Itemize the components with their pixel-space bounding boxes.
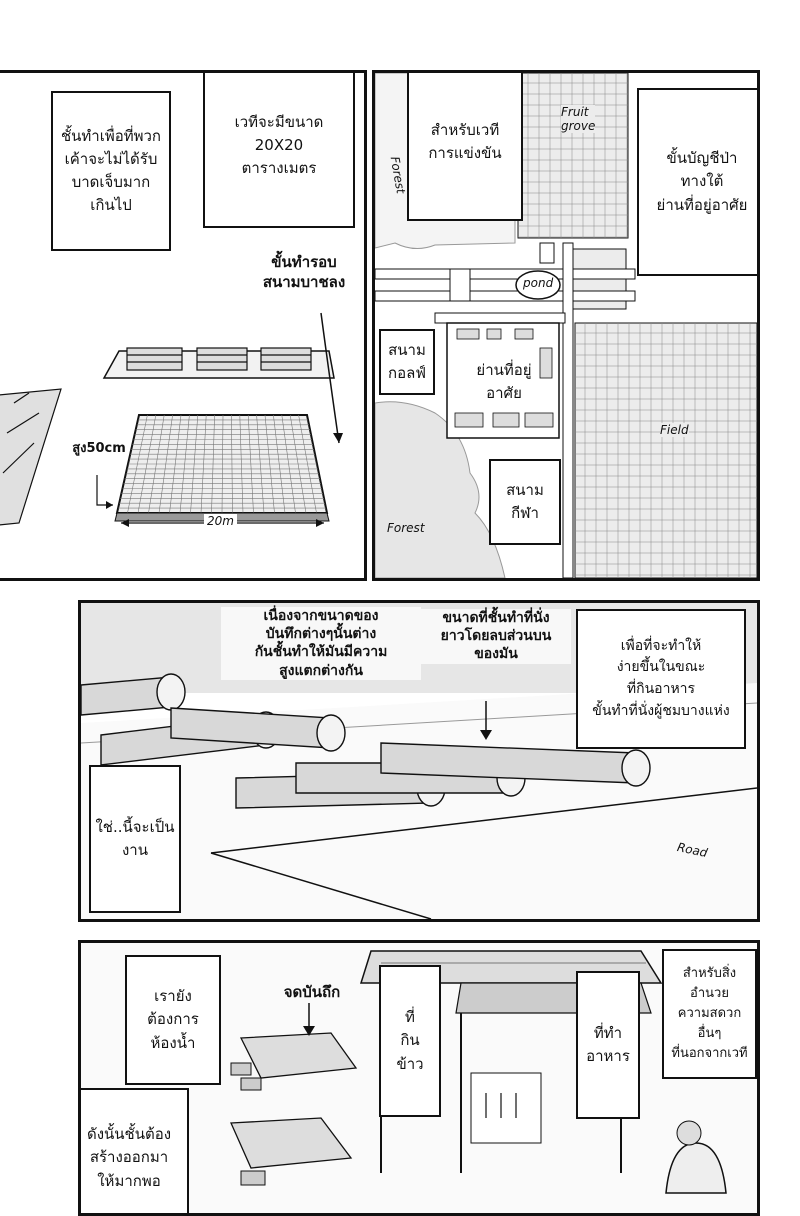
caption-box-injury: ชั้นทำเพื่อที่พวก เค้าจะไม่ได้รับ บาดเจ็…	[51, 91, 171, 251]
label-log-heights: เนื่องจากขนาดของ บันทึกต่างๆนั้นต่าง กัน…	[221, 607, 421, 680]
panel-town-map: สำหรับเวที การแข่งขัน ขั้นบัญชีป่า ทางใต…	[372, 70, 760, 581]
map-label-pond: pond	[523, 276, 554, 290]
panel-arena-diagram: ชั้นทำเพื่อที่พวก เค้าจะไม่ได้รับ บาดเจ็…	[0, 70, 367, 581]
caption-box-arena-purpose: สำหรับเวที การแข่งขัน	[407, 73, 523, 221]
caption-box-build-enough: ดังนั้นชั้นต้อง สร้างออกมา ให้มากพอ	[81, 1088, 189, 1213]
caption-box-arena-size: เวทีจะมีขนาด 20X20 ตารางเมตร	[203, 73, 355, 228]
caption-box-audience-seats: เพื่อที่จะทำให้ ง่ายขึ้นในขณะ ที่กินอาหา…	[576, 609, 746, 749]
arena-illustration	[0, 312, 343, 527]
panel-dining-kitchen: เรายัง ต้องการ ห้องน้ำ ดังนั้นชั้นต้อง ส…	[78, 940, 760, 1216]
label-width: 20m	[204, 514, 237, 528]
map-label-fruit-grove: Fruit grove	[561, 105, 596, 133]
label-surrounding-steps: ขั้นทำรอบ สนามบาชลง	[262, 253, 346, 291]
map-label-forest-bottom: Forest	[387, 521, 425, 535]
caption-box-south-forest: ขั้นบัญชีป่า ทางใต้ ย่านที่อยู่อาศัย	[637, 88, 757, 276]
map-label-field: Field	[660, 423, 689, 437]
label-seat-size: ขนาดที่ชั้นทำที่นั่ง ยาวโดยลบส่วนบน ของม…	[421, 609, 571, 664]
label-record: จดบันถึก	[283, 983, 341, 1001]
caption-box-this-will-do: ใช่..นี้จะเป็น งาน	[89, 765, 181, 913]
caption-box-need-toilet: เรายัง ต้องการ ห้องน้ำ	[125, 955, 221, 1085]
label-height: สูง50cm	[72, 441, 126, 456]
map-label-sports-field: สนาม กีฬา	[489, 459, 561, 545]
map-label-residential: ย่านที่อยู่ อาศัย	[471, 356, 537, 408]
map-label-golf-course: สนาม กอลฟ์	[379, 329, 435, 395]
caption-box-eating-place: ที่ กิน ข้าว	[379, 965, 441, 1117]
panel-log-seats: เนื่องจากขนาดของ บันทึกต่างๆนั้นต่าง กัน…	[78, 600, 760, 922]
caption-box-cooking-place: ที่ทำ อาหาร	[576, 971, 640, 1119]
caption-box-other-facilities: สำหรับสิ่งอำนวย ความสดวกอื่นๆ ที่นอกจากเ…	[662, 949, 757, 1079]
